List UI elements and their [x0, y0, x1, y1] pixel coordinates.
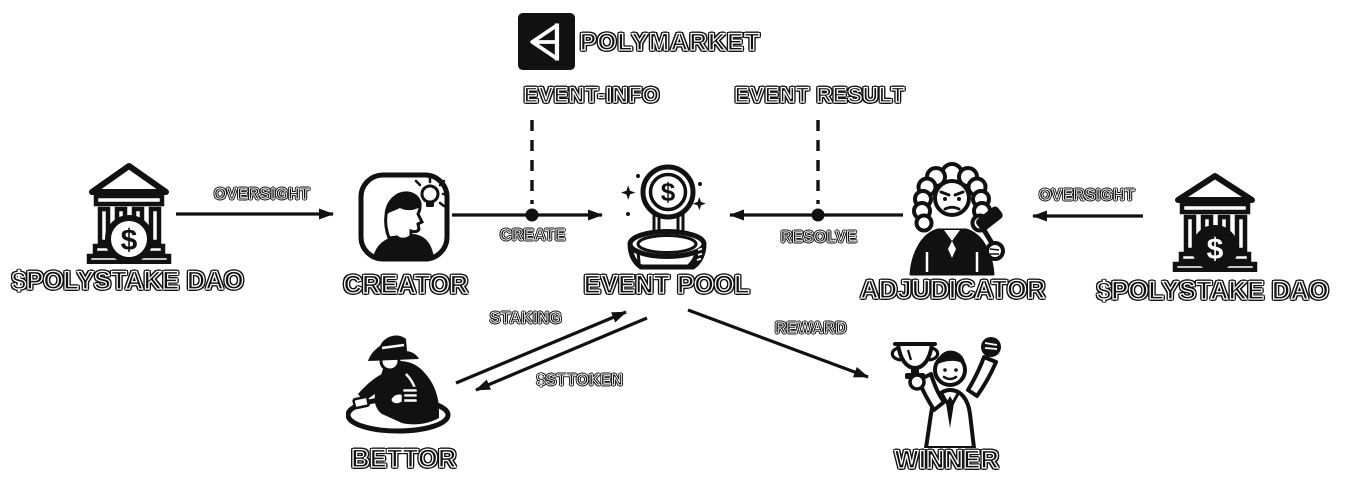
brand-title: POLYMARKET [579, 28, 761, 56]
event-pool-icon: $ [621, 164, 707, 270]
winner-icon [890, 337, 1001, 448]
edge-label-resolve: RESOLVE [780, 229, 858, 247]
node-label-dao-right: $POLYSTAKE DAO [1096, 276, 1330, 305]
edge-label-oversight-right: OVERSIGHT [1039, 187, 1135, 205]
adjudicator-icon [909, 162, 1005, 276]
edge-label-event-result: EVENT RESULT [734, 83, 906, 107]
event-info-junction-dot [525, 208, 539, 222]
edge-label-sttoken: $STTOKEN [536, 372, 624, 390]
node-label-creator: CREATOR [343, 270, 469, 299]
node-label-winner: WINNER [894, 445, 1000, 474]
node-label-adjudicator: ADJUDICATOR [860, 275, 1046, 304]
bank-icon-left: $ [86, 163, 172, 264]
creator-icon [358, 172, 450, 262]
node-label-bettor: BETTOR [351, 444, 457, 473]
edge-label-reward: REWARD [775, 320, 847, 338]
arrow-reward [687, 308, 869, 379]
event-result-junction-dot [811, 208, 825, 222]
dollar-glyph: $ [121, 224, 138, 257]
arrow-sttoken [475, 316, 648, 392]
dollar-glyph: $ [661, 177, 676, 207]
bettor-icon [346, 335, 451, 434]
edge-label-create: CREATE [500, 227, 566, 245]
edge-label-event-info: EVENT-INFO [523, 83, 661, 107]
edge-label-oversight-left: OVERSIGHT [214, 186, 310, 204]
arrow-staking [455, 310, 627, 385]
node-label-event-pool: EVENT POOL [583, 270, 751, 299]
node-label-dao-left: $POLYSTAKE DAO [11, 266, 245, 295]
polymarket-logo-icon [518, 13, 575, 70]
dollar-glyph: $ [1207, 233, 1224, 266]
bank-icon-right: $ [1172, 173, 1258, 272]
edge-label-staking: STAKING [489, 310, 563, 328]
